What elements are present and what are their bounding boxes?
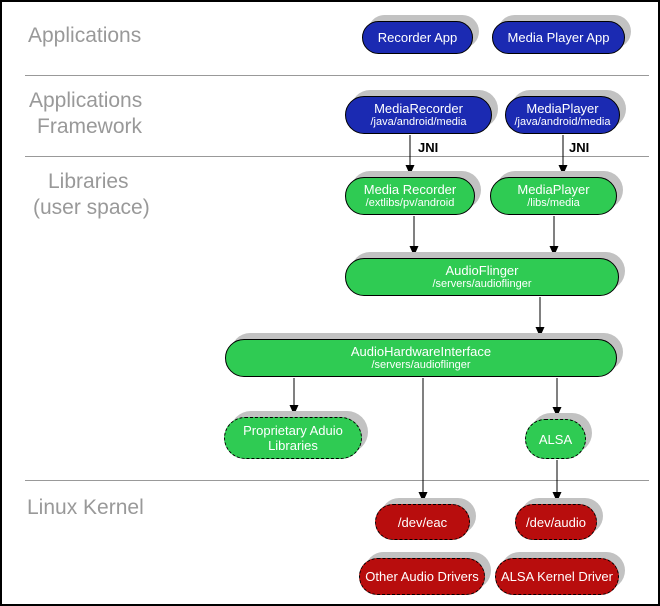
- node-title: AudioFlinger: [445, 263, 519, 278]
- node-title: Media Player App: [507, 30, 610, 45]
- node-media-player-app: Media Player App: [492, 21, 625, 54]
- node-recorder-app: Recorder App: [362, 21, 473, 54]
- node-subtitle: /libs/media: [527, 197, 580, 209]
- jni-label-left: JNI: [418, 140, 439, 155]
- node-subtitle: /extlibs/pv/android: [365, 197, 455, 209]
- section-divider: [25, 156, 649, 157]
- node-title: ALSA: [538, 431, 573, 447]
- node-subtitle: /java/android/media: [514, 116, 611, 128]
- node-media-recorder-library: Media Recorder /extlibs/pv/android: [345, 177, 475, 215]
- section-label-framework-line1: Applications: [29, 89, 143, 112]
- section-divider: [25, 75, 649, 76]
- node-title: MediaRecorder: [374, 101, 463, 116]
- node-title: MediaPlayer: [517, 182, 590, 197]
- node-alsa: ALSA: [525, 419, 586, 459]
- node-title: ALSA Kernel Driver: [501, 569, 613, 584]
- node-audiohardwareinterface: AudioHardwareInterface /servers/audiofli…: [225, 339, 617, 377]
- node-audioflinger: AudioFlinger /servers/audioflinger: [345, 258, 619, 296]
- section-divider: [25, 480, 649, 481]
- section-label-applications: Applications: [28, 24, 142, 47]
- node-title: Recorder App: [377, 30, 458, 45]
- node-title: Media Recorder: [363, 182, 457, 197]
- node-title: MediaPlayer: [526, 101, 599, 116]
- node-dev-audio: /dev/audio: [515, 504, 597, 540]
- section-label-framework-line2: Framework: [37, 115, 143, 138]
- node-title: /dev/eac: [397, 514, 448, 530]
- node-subtitle: /java/android/media: [370, 116, 467, 128]
- node-other-audio-drivers: Other Audio Drivers: [359, 558, 485, 595]
- section-label-libraries-line1: Libraries: [48, 170, 129, 193]
- section-label-libraries-line2: (user space): [33, 196, 150, 219]
- node-mediaplayer-library: MediaPlayer /libs/media: [490, 177, 617, 215]
- node-dev-eac: /dev/eac: [375, 504, 470, 540]
- section-label-linux-kernel: Linux Kernel: [27, 496, 144, 519]
- node-title: /dev/audio: [526, 514, 586, 530]
- node-proprietary-audio-libraries: Proprietary Aduio Libraries: [224, 417, 362, 459]
- node-title: AudioHardwareInterface: [350, 344, 492, 359]
- jni-label-right: JNI: [569, 140, 590, 155]
- node-mediarecorder-framework: MediaRecorder /java/android/media: [345, 96, 492, 134]
- node-title: Other Audio Drivers: [365, 569, 479, 584]
- node-mediaplayer-framework: MediaPlayer /java/android/media: [505, 96, 620, 134]
- node-alsa-kernel-driver: ALSA Kernel Driver: [495, 558, 619, 595]
- node-title: Proprietary Aduio Libraries: [243, 423, 343, 453]
- node-subtitle: /servers/audioflinger: [432, 278, 532, 290]
- node-subtitle: /servers/audioflinger: [371, 359, 471, 371]
